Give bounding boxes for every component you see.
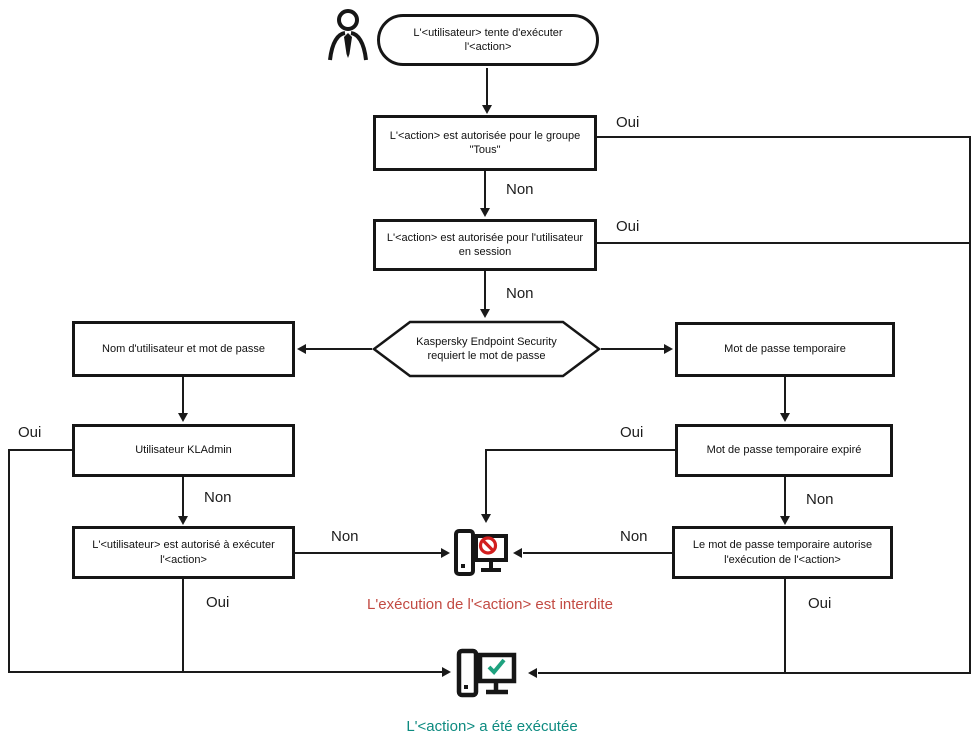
branch-label-no-expired: Non [806,491,834,508]
result-forbidden-text: L'exécution de l'<action> est interdite [367,596,613,613]
arrowheads [178,105,790,678]
branch-label-yes-session: Oui [616,218,640,235]
branch-label-yes-expired: Oui [620,424,644,441]
branch-label-no-temp-auth: Non [620,528,648,545]
node-user-authorized: L'<utilisateur> est autorisé à exécuter … [72,526,295,579]
node-session-allowed: L'<action> est autorisée pour l'utilisat… [373,219,597,271]
computer-success-icon [455,648,519,704]
branch-label-no-user-auth: Non [331,528,359,545]
node-requires-password: Kaspersky Endpoint Security requiert le … [372,320,601,378]
node-start: L'<utilisateur> tente d'exécuter l'<acti… [377,14,599,66]
node-username-password: Nom d'utilisateur et mot de passe [72,321,295,377]
branch-label-no-kladmin: Non [204,489,232,506]
node-kladmin: Utilisateur KLAdmin [72,424,295,477]
branch-label-no-session: Non [506,285,534,302]
result-success-text: L'<action> a été exécutée [406,718,578,735]
node-temp-authorizes: Le mot de passe temporaire autorise l'ex… [672,526,893,579]
user-icon [325,8,371,62]
branch-label-yes-user-auth: Oui [206,594,230,611]
branch-label-yes-kladmin: Oui [18,424,42,441]
branch-label-yes-temp-auth: Oui [808,595,832,612]
computer-blocked-icon [452,527,510,587]
branch-label-yes-group: Oui [616,114,640,131]
node-group-allowed: L'<action> est autorisée pour le groupe … [373,115,597,171]
branch-label-no-group: Non [506,181,534,198]
node-temp-password: Mot de passe temporaire [675,322,895,377]
node-requires-password-label: Kaspersky Endpoint Security requiert le … [416,335,557,362]
node-temp-expired: Mot de passe temporaire expiré [675,424,893,477]
